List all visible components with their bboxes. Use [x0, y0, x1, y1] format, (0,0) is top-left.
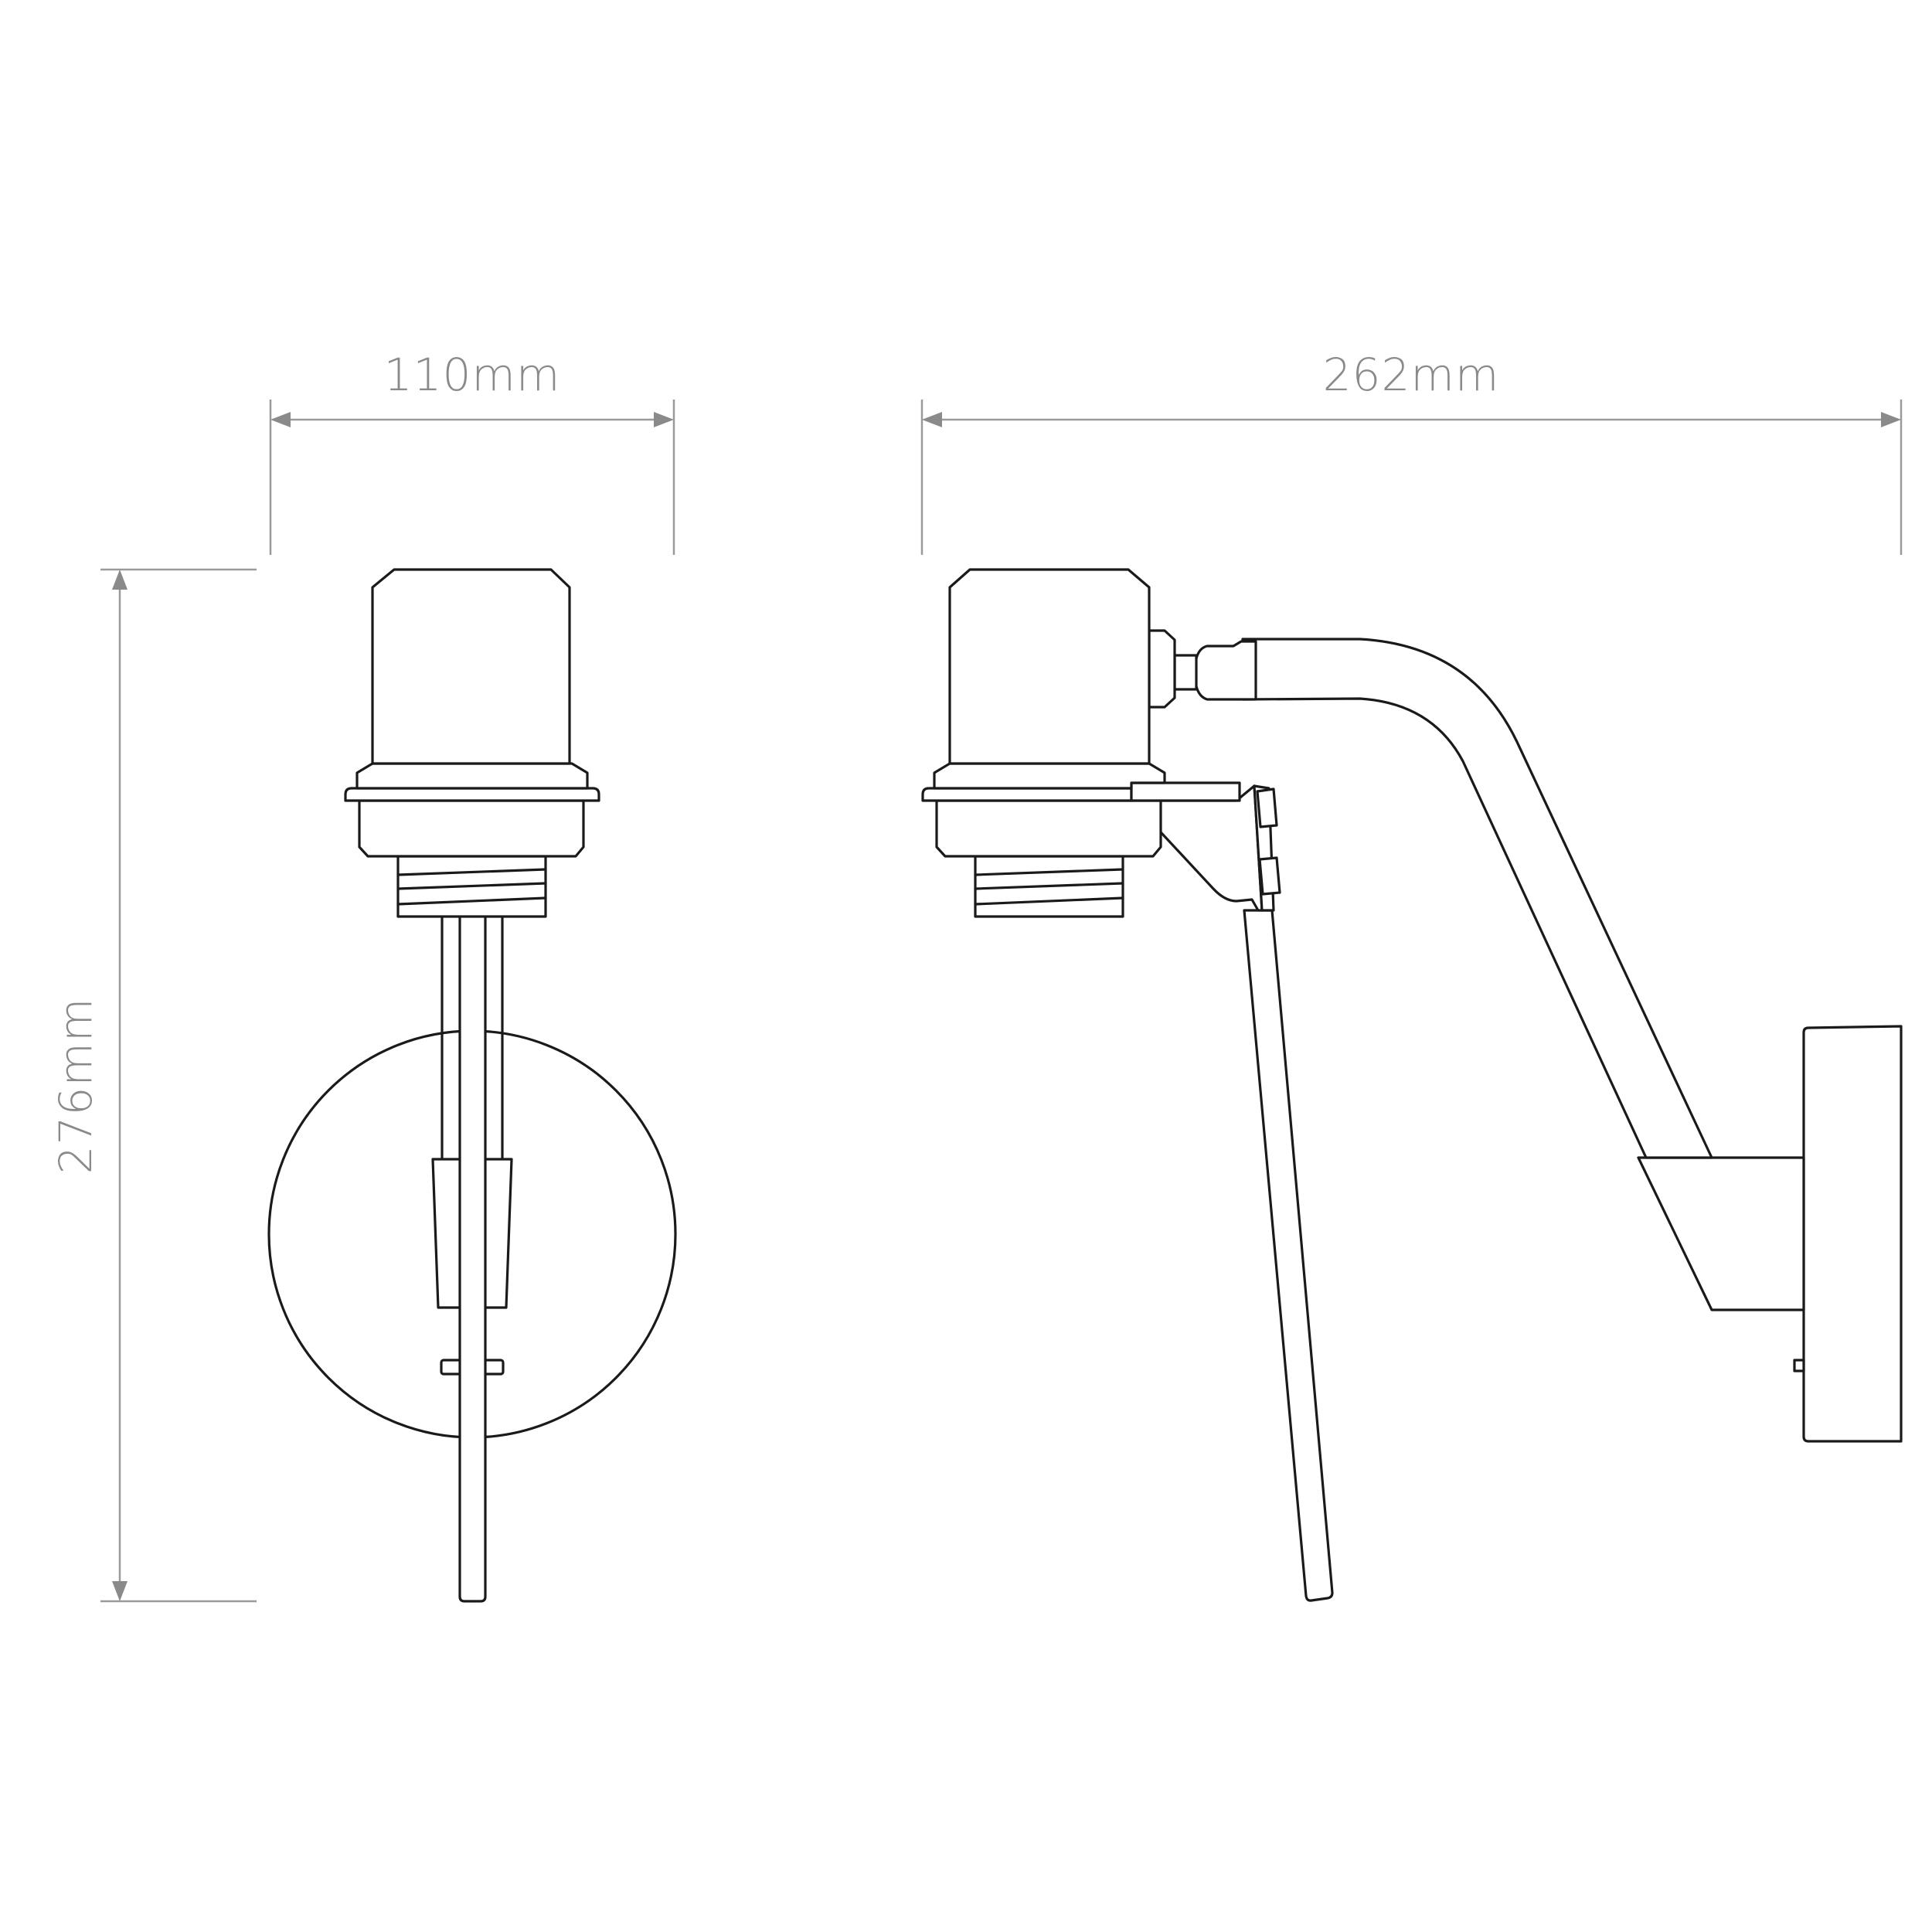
side-arm-connector [1193, 640, 1257, 701]
dimension-height: 276mm [49, 568, 257, 1603]
side-curved-arm [1241, 638, 1713, 1159]
side-view [921, 568, 1903, 1602]
front-view [267, 568, 677, 1603]
side-long-rod [1243, 909, 1334, 1602]
side-depth-label: 262mm [1323, 349, 1500, 401]
side-wall-plate [1802, 1025, 1903, 1443]
front-holder-body [371, 568, 571, 765]
side-wedge-mount [1637, 1156, 1805, 1311]
side-holder-rim [921, 787, 1133, 802]
side-holder-body [948, 568, 1151, 765]
side-holder-nut [1148, 629, 1176, 709]
front-long-rod [458, 914, 487, 1603]
dimension-side-depth: 262mm [920, 349, 1903, 555]
height-label: 276mm [49, 998, 102, 1175]
dimension-front-width: 110mm [269, 349, 675, 555]
front-width-label: 110mm [384, 349, 561, 401]
front-holder-base [358, 799, 585, 858]
front-holder-rim [344, 787, 600, 802]
side-holder-base [935, 799, 1162, 858]
